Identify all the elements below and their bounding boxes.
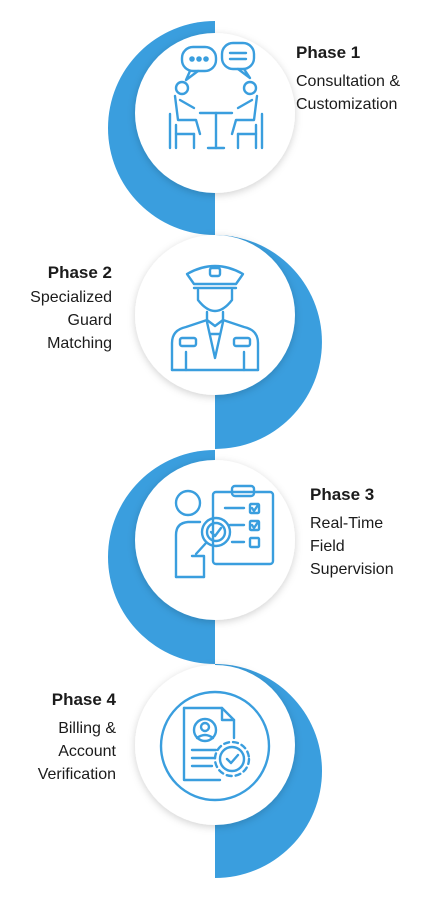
phase-3-title: Phase 3 <box>310 485 375 504</box>
security-guard-icon <box>170 264 260 372</box>
phase-2-line-1: Specialized <box>30 289 112 306</box>
phase-4-description: Billing & Account Verification <box>4 717 116 786</box>
phase-1-description: Consultation & Customization <box>296 70 426 116</box>
phase-3-text: Phase 3 Real-Time Field Supervision <box>310 484 428 581</box>
phase-1-title: Phase 1 <box>296 43 361 62</box>
phase-4-line-1: Billing & <box>58 720 116 737</box>
phase-3-line-2: Field <box>310 538 345 555</box>
phase-4-text: Phase 4 Billing & Account Verification <box>4 689 116 786</box>
phase-1-line-2: Customization <box>296 96 398 113</box>
phase-4-circle <box>135 665 295 825</box>
phase-4-line-2: Account <box>58 743 116 760</box>
phase-2-line-2: Guard <box>67 312 112 329</box>
phase-2-circle <box>135 235 295 395</box>
account-verification-icon <box>159 690 271 802</box>
phase-3-description: Real-Time Field Supervision <box>310 512 428 581</box>
phase-3-line-1: Real-Time <box>310 515 384 532</box>
meeting-icon <box>168 41 264 150</box>
phase-1-text: Phase 1 Consultation & Customization <box>296 42 426 116</box>
phase-2-text: Phase 2 Specialized Guard Matching <box>4 262 112 355</box>
phase-2-description: Specialized Guard Matching <box>4 286 112 355</box>
phase-3-line-3: Supervision <box>310 561 394 578</box>
phase-1-line-1: Consultation & <box>296 73 401 90</box>
phase-2-line-3: Matching <box>47 335 112 352</box>
supervision-checklist-icon <box>174 484 275 579</box>
phase-2-title: Phase 2 <box>47 263 112 282</box>
phase-4-line-3: Verification <box>37 766 116 783</box>
phase-4-title: Phase 4 <box>51 690 116 709</box>
